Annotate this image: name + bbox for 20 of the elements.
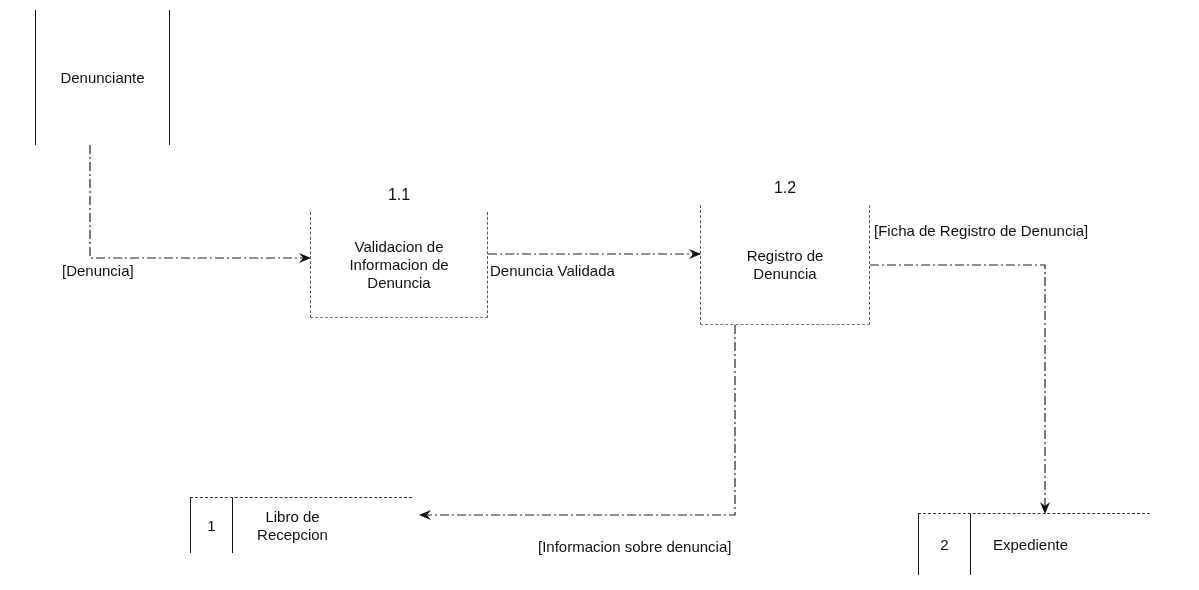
process-number: 1.2	[772, 179, 798, 197]
store-number: 1	[191, 498, 233, 553]
edge-label: [Ficha de Registro de Denuncia]	[872, 222, 1091, 239]
process-name: Validacion de Informacion de Denuncia	[348, 236, 450, 293]
data-store	[918, 513, 1150, 575]
flow-arrow	[869, 264, 1050, 514]
entity-name: Denunciante	[60, 69, 145, 86]
store-name: Expediente	[991, 534, 1070, 555]
process-name: Registro de Denuncia	[745, 245, 825, 284]
edge-label: [Informacion sobre denuncia]	[536, 538, 734, 555]
store-number: 2	[919, 514, 971, 575]
store-name: Libro de Recepcion	[256, 506, 329, 545]
data-store	[190, 497, 412, 553]
flow-arrow	[419, 324, 736, 520]
flow-arrow	[89, 144, 311, 263]
edge-label: Denuncia Validada	[488, 262, 617, 279]
flow-arrow	[487, 249, 701, 259]
process-number: 1.1	[386, 186, 412, 204]
external-entity-box	[35, 10, 170, 145]
edge-label: [Denuncia]	[60, 262, 136, 279]
